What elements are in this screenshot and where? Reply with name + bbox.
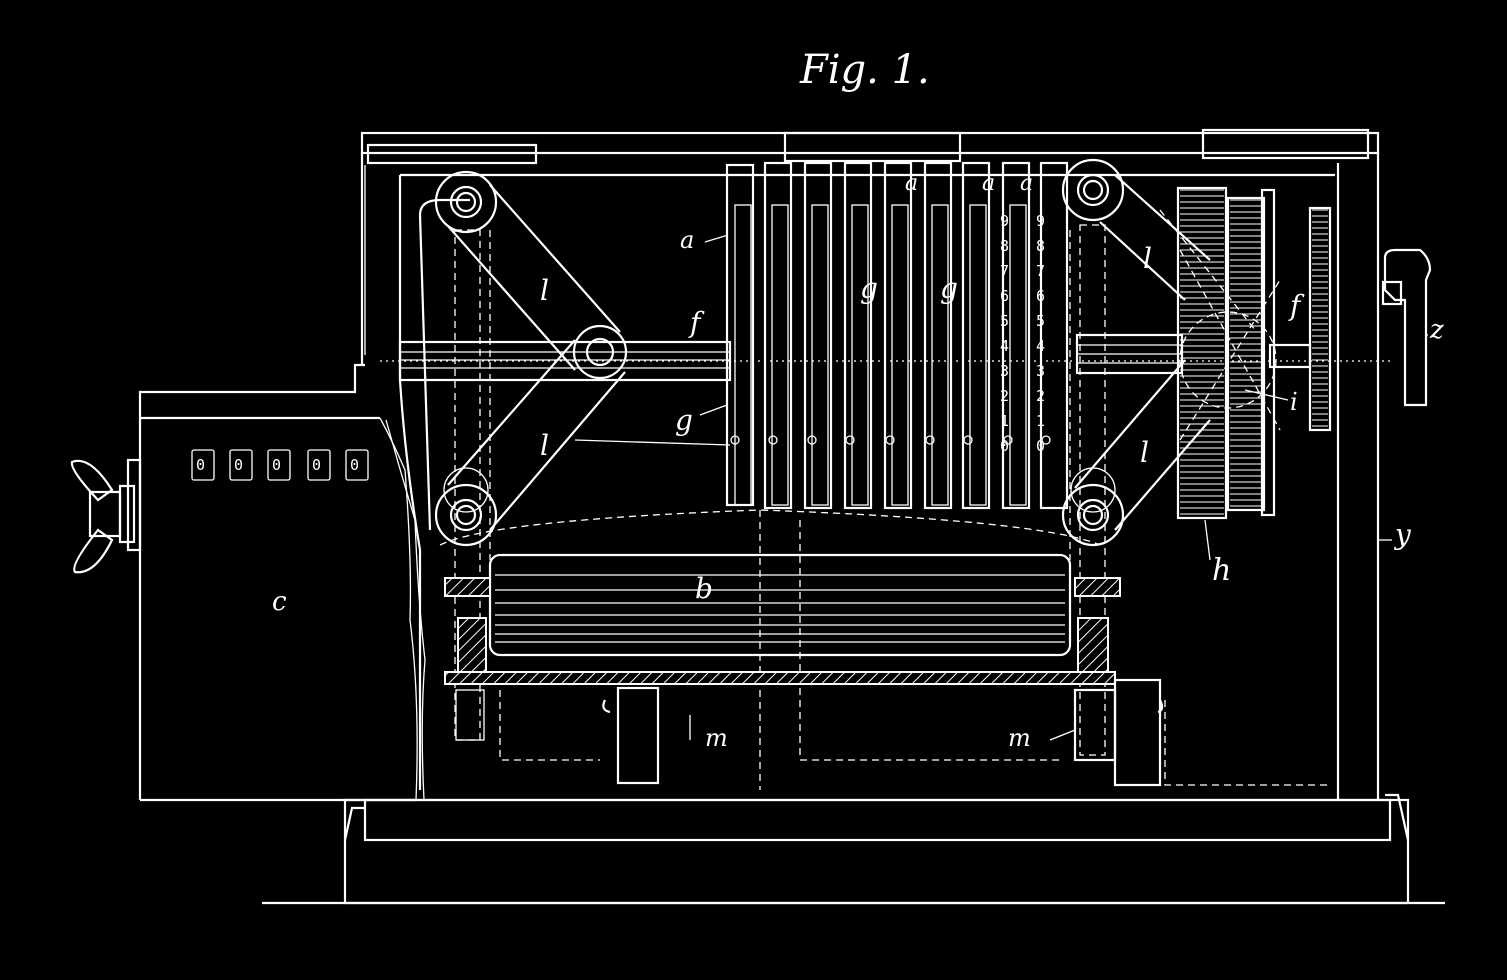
counter-digit: 0 <box>196 456 205 474</box>
drum-b <box>439 509 1121 790</box>
counter-digit: 0 <box>272 456 281 474</box>
column-digit: 6 <box>1000 287 1009 305</box>
column-digit: 3 <box>1036 362 1045 380</box>
column-digit: 8 <box>1000 237 1009 255</box>
label-g: g <box>860 272 878 305</box>
label-i: i <box>1290 388 1298 416</box>
gear-train <box>1176 186 1332 520</box>
wing-nut[interactable] <box>70 458 142 574</box>
counter-digit: 0 <box>234 456 243 474</box>
label-g: g <box>675 404 693 437</box>
counter-display: 0 0 0 0 0 <box>191 449 369 481</box>
reference-labels: a a a a f f g g g l l l l i z y h b c m … <box>272 171 1444 752</box>
column-digit: 0 <box>1000 437 1009 455</box>
column-digit: 8 <box>1036 237 1045 255</box>
column-digit: 5 <box>1000 312 1009 330</box>
linkage-upper-right <box>1061 158 1256 331</box>
digit-column: 9 8 7 6 5 4 3 2 1 0 9 8 7 6 5 4 3 2 1 0 <box>1000 212 1045 455</box>
vertical-guides <box>454 224 1106 756</box>
label-a: a <box>680 226 694 254</box>
column-digit: 2 <box>1036 387 1045 405</box>
gear-teeth <box>1180 189 1328 515</box>
column-digit: 1 <box>1000 412 1009 430</box>
setting-plates <box>574 161 1069 510</box>
counter-housing <box>138 363 426 802</box>
column-digit: 2 <box>1000 387 1009 405</box>
label-a: a <box>905 171 918 196</box>
column-digit: 7 <box>1036 262 1045 280</box>
label-a: a <box>1020 171 1033 196</box>
column-digit: 4 <box>1036 337 1045 355</box>
label-l: l <box>1143 242 1152 275</box>
label-y: y <box>1393 518 1412 551</box>
label-h: h <box>1212 553 1231 588</box>
counter-digit: 0 <box>312 456 321 474</box>
crank-handle[interactable] <box>1381 248 1432 407</box>
column-digit: 9 <box>1000 212 1009 230</box>
main-frame <box>360 128 1380 800</box>
label-c: c <box>272 587 287 617</box>
column-digit: 1 <box>1036 412 1045 430</box>
column-digit: 7 <box>1000 262 1009 280</box>
column-digit: 3 <box>1000 362 1009 380</box>
column-digit: 9 <box>1036 212 1045 230</box>
leader-lines <box>689 234 1428 741</box>
linkage-lower-left <box>434 339 626 547</box>
label-l: l <box>540 429 549 462</box>
column-digit: 6 <box>1036 287 1045 305</box>
label-g: g <box>940 272 958 305</box>
column-digit: 0 <box>1036 437 1045 455</box>
label-m: m <box>705 724 728 752</box>
label-f: f <box>1288 289 1305 322</box>
figure-title: Fig. 1. <box>799 47 930 93</box>
label-z: z <box>1429 315 1444 345</box>
label-l: l <box>1140 436 1149 469</box>
label-a: a <box>982 171 995 196</box>
linkage-upper-left <box>434 170 628 380</box>
linkage-lower-right <box>1061 359 1211 547</box>
column-digit: 4 <box>1000 337 1009 355</box>
label-b: b <box>695 572 713 605</box>
label-l: l <box>540 274 549 307</box>
column-digit: 5 <box>1036 312 1045 330</box>
label-f: f <box>688 306 705 339</box>
counter-digit: 0 <box>350 456 359 474</box>
feet-m <box>455 678 1330 787</box>
base-stand <box>262 793 1445 905</box>
label-m: m <box>1008 724 1031 752</box>
